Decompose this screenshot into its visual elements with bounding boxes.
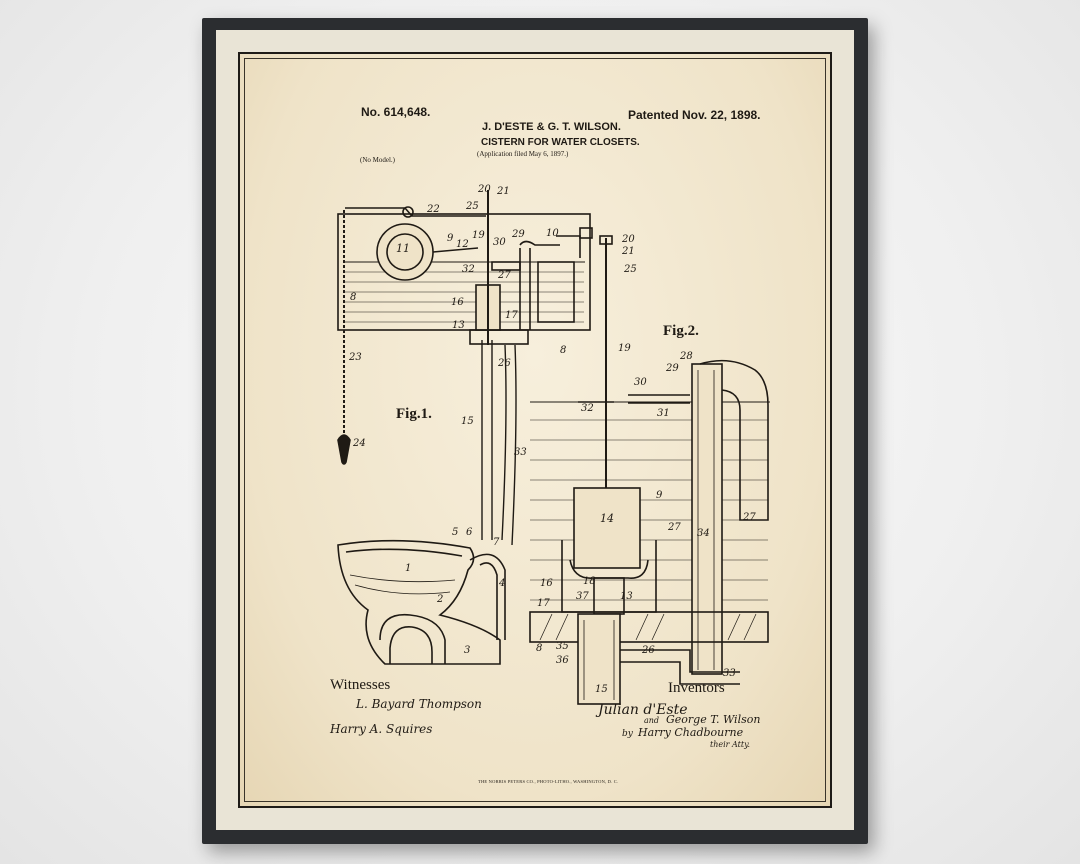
numeral: 21 — [622, 246, 635, 257]
patent-date: Patented Nov. 22, 1898. — [628, 108, 761, 122]
numeral: 20 — [622, 234, 635, 245]
fig2-float — [573, 487, 641, 569]
numeral: 21 — [497, 186, 510, 197]
numeral: 22 — [427, 204, 440, 215]
numeral: 26 — [498, 358, 511, 369]
numeral: 32 — [462, 264, 475, 275]
overflow-pipe — [691, 363, 723, 675]
numeral: 30 — [493, 237, 506, 248]
numeral: 25 — [466, 201, 479, 212]
numeral: 32 — [581, 403, 594, 414]
numeral: 6 — [466, 527, 473, 538]
patent-inventors-line: J. D'ESTE & G. T. WILSON. — [482, 121, 621, 133]
patent-title: CISTERN FOR WATER CLOSETS. — [481, 137, 640, 148]
numeral: 27 — [668, 522, 681, 533]
numeral: 31 — [657, 408, 670, 419]
fig1-label: Fig.1. — [396, 406, 432, 422]
numeral: 19 — [618, 343, 631, 354]
pull-handle — [337, 434, 351, 465]
frame-mat — [216, 30, 854, 830]
numeral: 25 — [624, 264, 637, 275]
numeral: 17 — [537, 598, 550, 609]
numeral: 15 — [595, 684, 608, 695]
numeral: 8 — [536, 643, 543, 654]
inventor-by: by — [622, 729, 633, 739]
cistern-tank — [337, 213, 591, 331]
numeral: 37 — [576, 591, 589, 602]
tank-floor — [529, 611, 769, 643]
numeral: 30 — [634, 377, 647, 388]
witness-signature-1: L. Bayard Thompson — [356, 697, 482, 711]
numeral: 20 — [478, 184, 491, 195]
numeral: 27 — [743, 512, 756, 523]
numeral: 17 — [505, 310, 518, 321]
attorney-label: their Atty. — [710, 740, 751, 749]
lever-arm — [345, 207, 486, 217]
patent-number: No. 614,648. — [361, 105, 431, 119]
numeral: 2 — [437, 594, 444, 605]
numeral: 34 — [697, 528, 710, 539]
application-date: (Application filed May 6, 1897.) — [477, 150, 569, 158]
numeral: 13 — [452, 320, 465, 331]
numeral: 10 — [546, 228, 559, 239]
numeral: 26 — [642, 645, 655, 656]
numeral: 9 — [656, 490, 663, 501]
numeral: 35 — [556, 641, 569, 652]
numeral: 16 — [451, 297, 464, 308]
numeral: 8 — [350, 292, 357, 303]
numeral: 15 — [461, 416, 474, 427]
printer-credit: THE NORRIS PETERS CO., PHOTO-LITHO., WAS… — [478, 779, 619, 784]
numeral: 1 — [405, 563, 412, 574]
model-note: (No Model.) — [360, 156, 395, 164]
numeral: 18 — [583, 576, 596, 587]
numeral: 28 — [680, 351, 693, 362]
numeral: 29 — [512, 229, 525, 240]
inventor-and: and — [644, 716, 660, 725]
numeral: 12 — [456, 239, 469, 250]
numeral: 13 — [620, 591, 633, 602]
numeral: 11 — [396, 242, 410, 255]
numeral: 5 — [452, 527, 459, 538]
numeral: 19 — [472, 230, 485, 241]
inventor-signature-1: Julian d'Este — [598, 702, 688, 718]
numeral: 4 — [499, 578, 506, 589]
inventor-signature-2: George T. Wilson — [666, 713, 761, 726]
numeral: 9 — [447, 233, 454, 244]
toilet-bowl — [337, 539, 501, 665]
numeral: 3 — [464, 645, 471, 656]
numeral: 29 — [666, 363, 679, 374]
patent-print — [238, 52, 832, 808]
numeral: 7 — [493, 537, 500, 548]
inventors-heading: Inventors — [668, 680, 725, 696]
water-hatch — [345, 271, 584, 323]
numeral: 36 — [556, 655, 569, 666]
refill-tube — [699, 359, 769, 521]
numeral: 23 — [349, 352, 362, 363]
numeral: 33 — [514, 447, 527, 458]
numeral: 8 — [560, 345, 567, 356]
numeral: 16 — [540, 578, 553, 589]
outlet-pipe — [577, 613, 621, 705]
witness-signature-2: Harry A. Squires — [330, 722, 433, 736]
numeral: 27 — [498, 270, 511, 281]
witnesses-heading: Witnesses — [330, 677, 391, 693]
numeral: 33 — [723, 668, 736, 679]
attorney-signature: Harry Chadbourne — [638, 726, 744, 739]
picture-frame — [202, 18, 868, 844]
numeral: 24 — [353, 438, 366, 449]
fig2-label: Fig.2. — [663, 323, 699, 339]
numeral: 14 — [600, 512, 614, 525]
